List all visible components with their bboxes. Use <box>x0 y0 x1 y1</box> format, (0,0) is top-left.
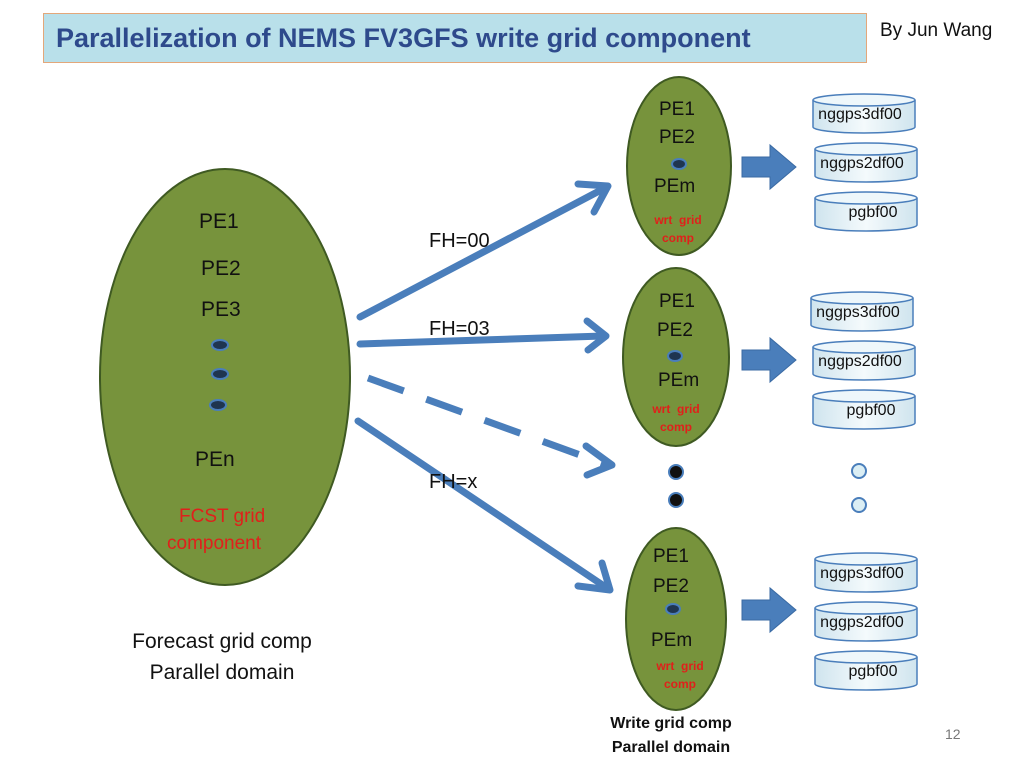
dot-icon <box>665 603 681 615</box>
disk-label: pgbf00 <box>848 204 898 221</box>
dot-icon <box>211 339 229 351</box>
write1-comp-label: wrt grid comp <box>645 211 711 247</box>
disk-label: pgbf00 <box>848 663 898 680</box>
fhx-label: FH=x <box>429 471 478 493</box>
disk-icon <box>812 396 916 430</box>
disk-top <box>810 291 914 305</box>
write2-pe2-label: PE2 <box>657 320 693 341</box>
write3-comp-line1: wrt grid <box>656 659 704 673</box>
forecast-caption-line2: Parallel domain <box>149 661 295 684</box>
disk-label: pgbf00 <box>846 402 896 419</box>
disk-icon <box>814 608 918 642</box>
arrow-dashed <box>366 374 607 468</box>
disk-top <box>814 142 918 156</box>
ellipsis-dot-icon <box>851 463 867 479</box>
arrow-fh00-head <box>574 180 612 216</box>
disk-top <box>812 340 916 354</box>
disk-icon <box>814 657 918 691</box>
title-box: Parallelization of NEMS FV3GFS write gri… <box>43 13 867 63</box>
write3-pe2-label: PE2 <box>653 576 689 597</box>
arrow-fhx <box>354 417 611 592</box>
write2-comp-label: wrt grid comp <box>643 400 709 436</box>
forecast-pe3-label: PE3 <box>201 298 241 321</box>
block-arrow-1 <box>741 143 797 191</box>
arrow-fhx-head <box>574 559 614 594</box>
dot-icon <box>671 158 687 170</box>
disk-top <box>814 650 918 664</box>
forecast-pe2-label: PE2 <box>201 257 241 280</box>
arrow-dashed-head <box>582 442 616 479</box>
arrow-fh03 <box>356 332 607 348</box>
disk-label: nggps3df00 <box>820 565 904 582</box>
write1-comp-line2: comp <box>661 231 694 245</box>
disk-label: nggps2df00 <box>820 155 904 172</box>
disk-top <box>814 191 918 205</box>
disk-top <box>814 552 918 566</box>
disk-top <box>812 93 916 107</box>
forecast-caption: Forecast grid comp Parallel domain <box>102 626 342 688</box>
disk-icon <box>814 559 918 593</box>
dot-icon <box>209 399 227 411</box>
fcst-component-label-line1: FCST grid <box>179 506 266 527</box>
write3-pem-label: PEm <box>651 630 693 651</box>
disk-label: nggps2df00 <box>818 353 902 370</box>
disk-icon <box>810 298 914 332</box>
disk-icon <box>812 100 916 134</box>
disk-label: nggps3df00 <box>816 304 900 321</box>
author-label: By Jun Wang <box>880 20 993 41</box>
write3-comp-label: wrt grid comp <box>647 657 713 693</box>
write1-comp-line1: wrt grid <box>654 213 702 227</box>
disk-icon <box>814 149 918 183</box>
fh00-label: FH=00 <box>429 230 490 252</box>
disk-icon <box>812 347 916 381</box>
disk-label: nggps2df00 <box>820 614 904 631</box>
ellipsis-dot-icon <box>668 464 684 480</box>
forecast-pen-label: PEn <box>195 448 235 471</box>
write1-pem-label: PEm <box>654 176 696 197</box>
write2-comp-line1: wrt grid <box>652 402 700 416</box>
disk-icon <box>814 198 918 232</box>
write2-pem-label: PEm <box>658 370 700 391</box>
write2-comp-line2: comp <box>659 420 692 434</box>
write2-pe1-label: PE1 <box>659 291 695 312</box>
write3-comp-line2: comp <box>663 677 696 691</box>
fh03-label: FH=03 <box>429 318 490 340</box>
slide-title: Parallelization of NEMS FV3GFS write gri… <box>56 23 751 53</box>
write1-pe1-label: PE1 <box>659 99 695 120</box>
ellipsis-dot-icon <box>851 497 867 513</box>
write-caption: Write grid comp Parallel domain <box>586 712 756 760</box>
disk-label: nggps3df00 <box>818 106 902 123</box>
arrow-fh03-head <box>583 317 610 354</box>
write-caption-line2: Parallel domain <box>611 739 731 756</box>
forecast-pe1-label: PE1 <box>199 210 239 233</box>
forecast-caption-line1: Forecast grid comp <box>132 630 312 653</box>
page-number: 12 <box>945 726 961 742</box>
block-arrow-3 <box>741 586 797 634</box>
fcst-component-label-line2: component <box>167 533 262 554</box>
write-caption-line1: Write grid comp <box>610 715 732 732</box>
dot-icon <box>211 368 229 380</box>
write1-pe2-label: PE2 <box>659 127 695 148</box>
disk-top <box>814 601 918 615</box>
write-grid-ellipse-3 <box>625 527 727 711</box>
ellipsis-dot-icon <box>668 492 684 508</box>
arrow-fh00 <box>356 185 607 321</box>
disk-top <box>812 389 916 403</box>
write3-pe1-label: PE1 <box>653 546 689 567</box>
dot-icon <box>667 350 683 362</box>
block-arrow-2 <box>741 336 797 384</box>
